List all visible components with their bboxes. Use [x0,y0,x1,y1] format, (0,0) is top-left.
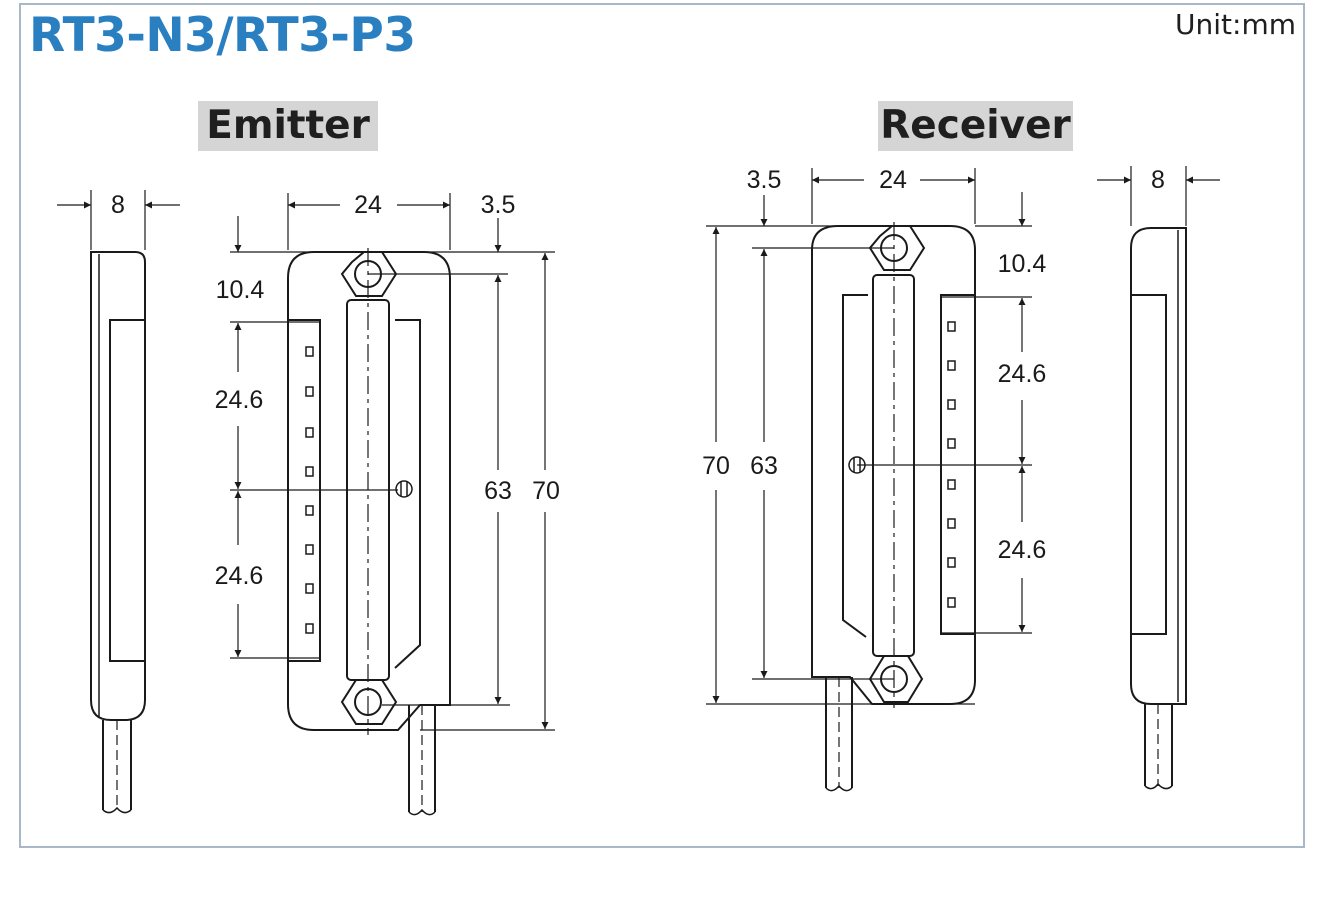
emitter-side-view [90,251,146,814]
receiver-dimension-labels: 3.5 24 8 10.4 24.6 24.6 70 63 [702,166,1165,564]
emitter-height-label: 70 [532,477,560,505]
receiver-offset-label: 3.5 [747,166,782,194]
emitter-dimension-labels: 8 24 3.5 10.4 24.6 24.6 63 70 [111,191,560,590]
emitter-pitch-lower-label: 24.6 [215,562,264,590]
receiver-side-view [1130,227,1187,790]
drawing-frame [19,3,1305,848]
emitter-offset-label: 3.5 [481,191,516,219]
emitter-mount-pitch-label: 63 [484,477,512,505]
receiver-front-view [811,222,976,792]
emitter-side-width-label: 8 [111,191,125,219]
emitter-pitch-upper-label: 24.6 [215,386,264,414]
receiver-pitch-upper-label: 24.6 [998,360,1047,388]
emitter-dimension-lines [57,190,555,731]
receiver-dimension-lines [706,166,1220,705]
emitter-top-offset-label: 10.4 [216,276,265,304]
receiver-pitch-lower-label: 24.6 [998,536,1047,564]
receiver-width-label: 24 [879,166,907,194]
receiver-top-offset-label: 10.4 [998,250,1047,278]
receiver-height-label: 70 [702,452,730,480]
unit-label: Unit:mm [1175,8,1296,41]
receiver-led-column [947,321,956,608]
receiver-side-width-label: 8 [1151,166,1165,194]
receiver-mount-pitch-label: 63 [750,452,778,480]
emitter-heading: Emitter [198,101,378,151]
page-title: RT3-N3/RT3-P3 [29,8,416,63]
emitter-led-column [305,346,314,634]
receiver-heading: Receiver [878,101,1073,151]
emitter-width-label: 24 [354,191,382,219]
